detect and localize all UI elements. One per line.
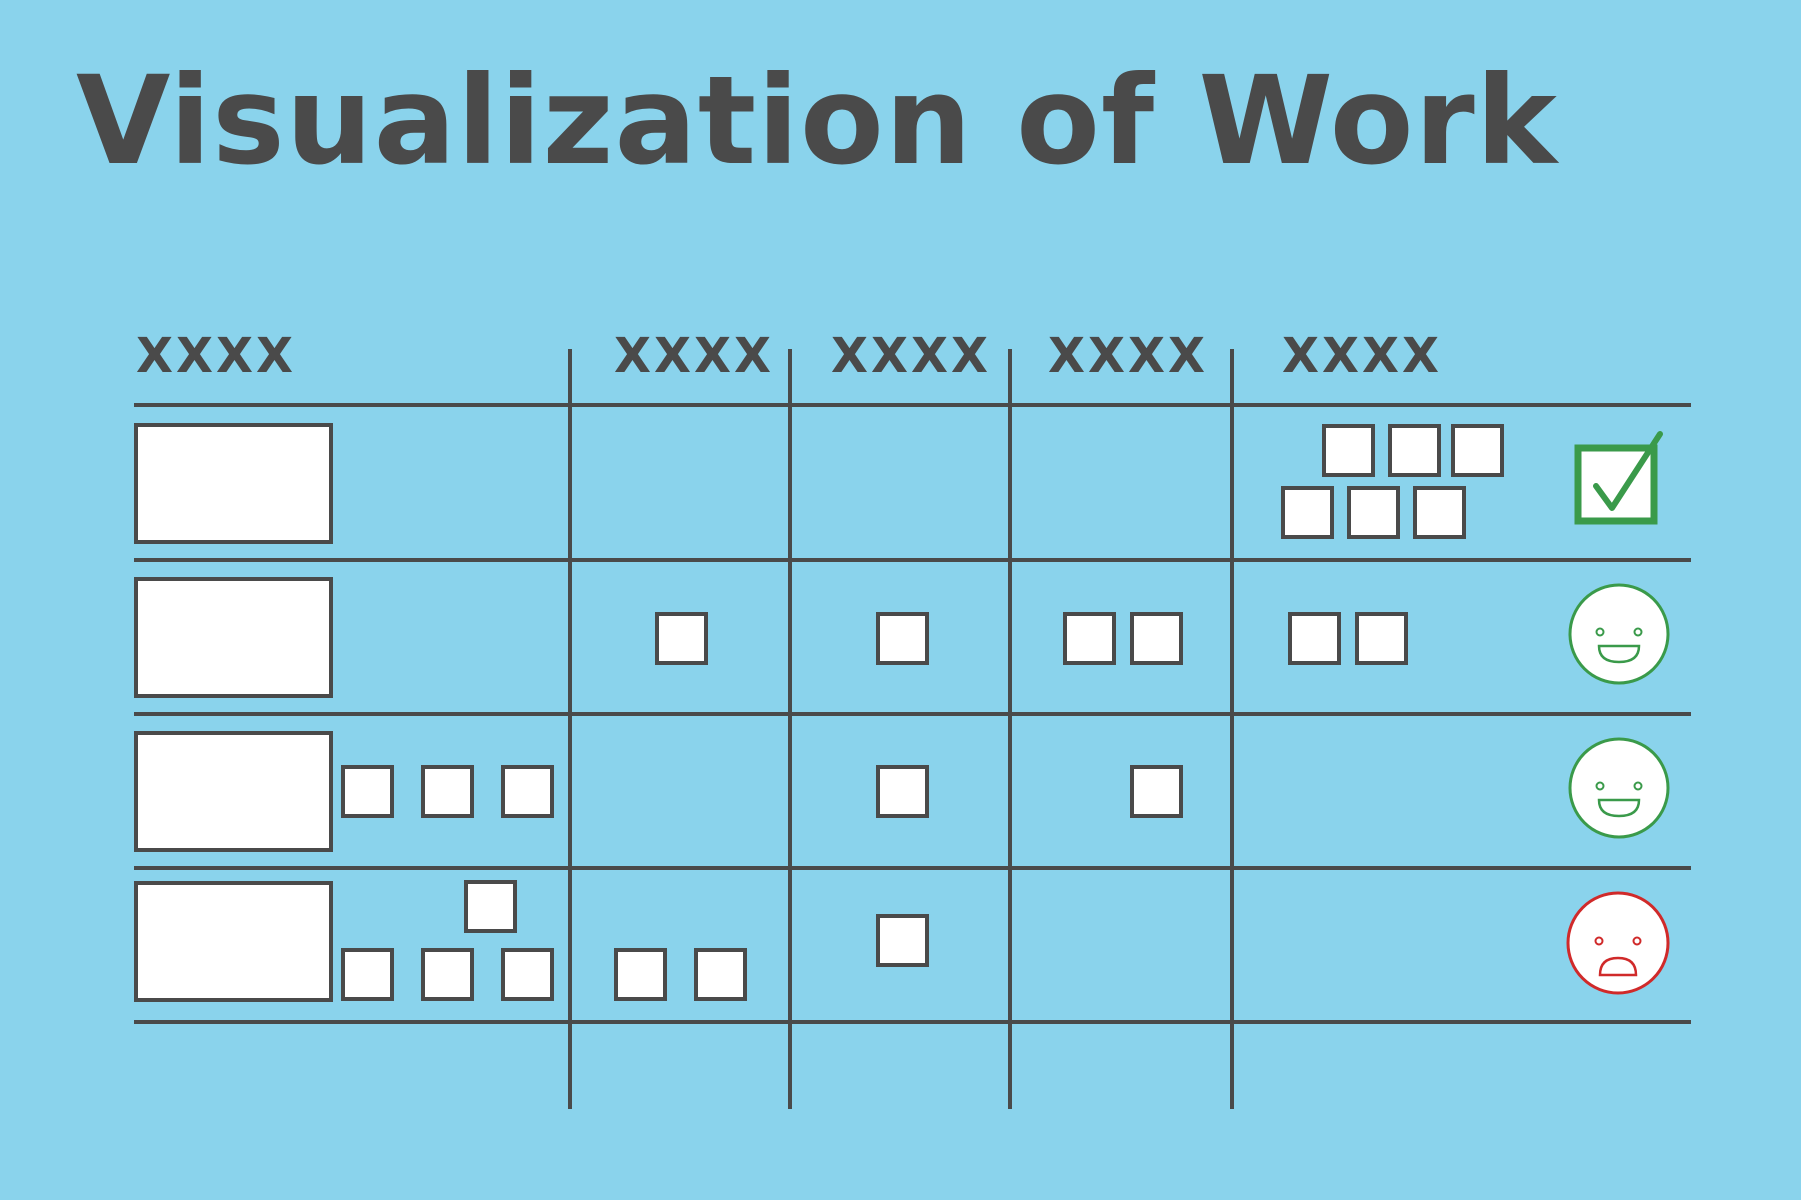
- task-card: [1281, 486, 1334, 539]
- row-divider: [134, 866, 1691, 870]
- task-card: [876, 914, 929, 967]
- column-divider: [788, 349, 792, 1109]
- task-card: [501, 948, 554, 1001]
- task-card: [341, 765, 394, 818]
- row-divider: [134, 403, 1691, 407]
- task-card: [1288, 612, 1341, 665]
- happy-face-icon: [1568, 583, 1670, 685]
- column-divider: [1008, 349, 1012, 1109]
- task-card: [1451, 424, 1504, 477]
- task-card: [421, 765, 474, 818]
- task-card: [1355, 612, 1408, 665]
- column-header-4: XXXX: [1048, 328, 1209, 384]
- task-card: [1063, 612, 1116, 665]
- column-header-3: XXXX: [831, 328, 992, 384]
- column-header-5: XXXX: [1282, 328, 1443, 384]
- task-card: [341, 948, 394, 1001]
- checkbox-checked-icon: [1574, 431, 1663, 525]
- task-card: [421, 948, 474, 1001]
- task-card: [1347, 486, 1400, 539]
- task-card: [1130, 765, 1183, 818]
- column-header-2: XXXX: [614, 328, 775, 384]
- task-card: [1130, 612, 1183, 665]
- task-card: [614, 948, 667, 1001]
- story-card: [134, 577, 333, 698]
- task-card: [1322, 424, 1375, 477]
- row-divider: [134, 712, 1691, 716]
- story-card: [134, 731, 333, 852]
- column-divider: [1230, 349, 1234, 1109]
- happy-face-icon: [1568, 737, 1670, 839]
- row-divider: [134, 558, 1691, 562]
- task-card: [876, 765, 929, 818]
- page-title: Visualization of Work: [76, 50, 1558, 192]
- column-divider: [568, 349, 572, 1109]
- task-card: [464, 880, 517, 933]
- task-card: [655, 612, 708, 665]
- task-card: [1413, 486, 1466, 539]
- row-divider: [134, 1020, 1691, 1024]
- task-card: [501, 765, 554, 818]
- column-header-1: XXXX: [136, 328, 297, 384]
- story-card: [134, 423, 333, 544]
- sad-face-icon: [1566, 891, 1670, 995]
- task-card: [1388, 424, 1441, 477]
- task-card: [876, 612, 929, 665]
- task-card: [694, 948, 747, 1001]
- story-card: [134, 881, 333, 1002]
